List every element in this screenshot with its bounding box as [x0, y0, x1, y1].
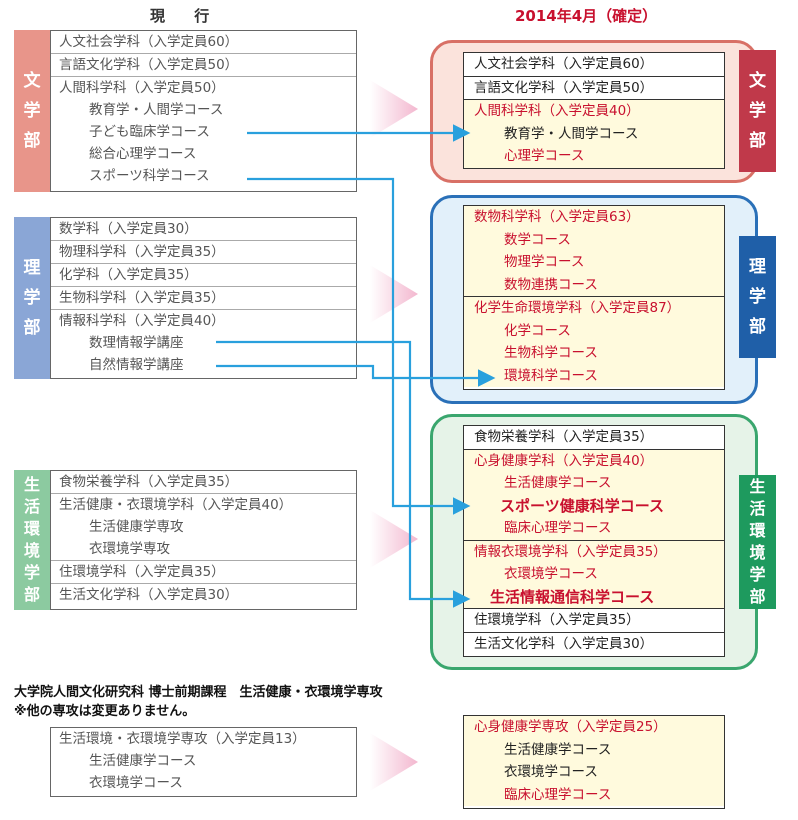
right-bungaku-char: 文 — [749, 71, 766, 91]
dept-row: 言語文化学科（入学定員50） — [464, 75, 724, 100]
left-box-rigaku: 数学科（入学定員30） 物理科学科（入学定員35） 化学科（入学定員35） 生物… — [50, 217, 357, 379]
right-bungaku-char: 部 — [749, 131, 766, 151]
course-row: 教育学・人間学コース — [464, 122, 724, 145]
dept-row: 化学科（入学定員35） — [51, 263, 356, 286]
course-row: 衣環境学コース — [89, 775, 183, 791]
course-row: 臨床心理学コース — [464, 517, 724, 540]
dept-row: 生活健康・衣環境学科（入学定員40） — [51, 493, 356, 516]
course-row: 臨床心理学コース — [464, 783, 724, 806]
left-box-bungaku: 人文社会学科（入学定員60） 言語文化学科（入学定員50） 人間科学科（入学定員… — [50, 30, 357, 192]
course-row: 心理学コース — [464, 145, 724, 168]
dept-row: 人文社会学科（入学定員60） — [59, 34, 239, 50]
course-row: 物理学コース — [464, 251, 724, 274]
dept-row: 数学科（入学定員30） — [59, 221, 198, 237]
right-box-grad: 心身健康学専攻（入学定員25） 生活健康学コース 衣環境学コース 臨床心理学コー… — [463, 715, 725, 809]
transfer-arrow — [216, 364, 496, 387]
dept-row: 生活文化学科（入学定員30） — [464, 631, 724, 656]
course-row: 環境科学コース — [464, 364, 724, 387]
course-row: 衣環境学コース — [464, 761, 724, 784]
right-rigaku-char: 部 — [749, 317, 766, 337]
course-row: 衣環境学専攻 — [89, 541, 170, 557]
right-rigaku-char: 学 — [749, 287, 766, 307]
right-tab-bungaku: 文 学 部 — [739, 50, 776, 172]
left-box-grad: 生活環境・衣環境学専攻（入学定員13） 生活健康学コース 衣環境学コース — [50, 727, 357, 797]
course-row: 衣環境学コース — [464, 563, 724, 586]
right-tab-seikatsu: 生 活 環 境 学 部 — [739, 475, 776, 609]
dept-row: 言語文化学科（入学定員50） — [51, 53, 356, 76]
course-row: 数学コース — [464, 228, 724, 251]
right-bungaku-char: 学 — [749, 101, 766, 121]
course-row: 自然情報学講座 — [89, 357, 184, 373]
left-box-seikatsu: 食物栄養学科（入学定員35） 生活健康・衣環境学科（入学定員40） 生活健康学専… — [50, 470, 357, 610]
right-seikatsu-char: 活 — [749, 499, 766, 518]
dept-row: 食物栄養学科（入学定員35） — [59, 474, 239, 490]
right-box-seikatsu: 食物栄養学科（入学定員35） 心身健康学科（入学定員40） 生活健康学コース ス… — [463, 425, 725, 657]
left-rigaku-char: 理 — [23, 258, 41, 278]
dept-row: 生活環境・衣環境学専攻（入学定員13） — [59, 731, 306, 747]
course-row: 生物科学コース — [464, 342, 724, 365]
chevron-arrow-icon — [370, 80, 418, 138]
dept-row: 心身健康学科（入学定員40） — [464, 448, 724, 472]
left-seikatsu-char: 環 — [23, 519, 40, 538]
chevron-arrow-icon — [370, 510, 418, 568]
note-line: 大学院人間文化研究科 博士前期課程 生活健康・衣環境学専攻 — [14, 685, 383, 700]
right-box-bungaku: 人文社会学科（入学定員60） 言語文化学科（入学定員50） 人間科学科（入学定員… — [463, 52, 725, 169]
right-seikatsu-char: 生 — [749, 477, 766, 496]
right-tab-rigaku: 理 学 部 — [739, 236, 776, 358]
left-seikatsu-char: 学 — [23, 563, 40, 582]
dept-row: 情報衣環境学科（入学定員35） — [464, 539, 724, 563]
course-row: 生活健康学専攻 — [89, 519, 184, 535]
course-row: 生活健康学コース — [89, 753, 197, 769]
course-row: 化学コース — [464, 319, 724, 342]
course-row: スポーツ健康科学コース — [464, 494, 724, 517]
right-seikatsu-char: 部 — [749, 587, 766, 606]
left-faculty-seikatsu: 生 活 環 境 学 部 — [14, 470, 50, 610]
transfer-arrow — [216, 340, 471, 608]
left-bungaku-char: 部 — [23, 131, 41, 151]
dept-row: 物理科学科（入学定員35） — [51, 240, 356, 263]
course-row: 子ども臨床学コース — [89, 124, 210, 140]
left-bungaku-char: 学 — [23, 101, 41, 121]
course-row: 数物連携コース — [464, 273, 724, 296]
course-row: 総合心理学コース — [89, 146, 197, 162]
dept-row: 食物栄養学科（入学定員35） — [474, 429, 654, 445]
course-row: 生活情報通信科学コース — [464, 585, 724, 608]
right-seikatsu-char: 環 — [749, 521, 766, 540]
header-current: 現 行 — [150, 7, 222, 25]
dept-row: 生物科学科（入学定員35） — [51, 286, 356, 309]
left-faculty-bungaku: 文 学 部 — [14, 30, 50, 192]
course-row: 生活健康学コース — [464, 738, 724, 761]
course-row: 数理情報学講座 — [89, 335, 184, 351]
dept-row: 化学生命環境学科（入学定員87） — [464, 296, 724, 320]
dept-row: 住環境学科（入学定員35） — [51, 560, 356, 583]
dept-row: 情報科学科（入学定員40） — [51, 309, 356, 332]
course-row: 生活健康学コース — [464, 472, 724, 495]
left-seikatsu-char: 生 — [23, 475, 40, 494]
left-faculty-rigaku: 理 学 部 — [14, 217, 50, 379]
left-rigaku-char: 部 — [23, 318, 41, 338]
left-bungaku-char: 文 — [23, 71, 41, 91]
note-line: ※他の専攻は変更ありません。 — [14, 704, 196, 719]
left-seikatsu-char: 境 — [23, 541, 40, 560]
left-seikatsu-char: 部 — [23, 585, 40, 604]
right-rigaku-char: 理 — [749, 257, 766, 277]
chevron-arrow-icon — [370, 733, 418, 791]
left-seikatsu-char: 活 — [23, 497, 40, 516]
header-new: 2014年4月（確定） — [515, 7, 658, 25]
dept-row: 生活文化学科（入学定員30） — [51, 583, 356, 606]
dept-row: 数物科学科（入学定員63） — [464, 206, 724, 229]
course-row: 教育学・人間学コース — [89, 102, 224, 118]
right-seikatsu-char: 学 — [749, 565, 766, 584]
dept-row: 住環境学科（入学定員35） — [464, 608, 724, 632]
right-box-rigaku: 数物科学科（入学定員63） 数学コース 物理学コース 数物連携コース 化学生命環… — [463, 205, 725, 390]
dept-row: 心身健康学専攻（入学定員25） — [464, 716, 724, 739]
left-rigaku-char: 学 — [23, 288, 41, 308]
course-row: スポーツ科学コース — [89, 168, 210, 184]
right-seikatsu-char: 境 — [749, 543, 766, 562]
dept-row: 人文社会学科（入学定員60） — [474, 56, 654, 72]
dept-row: 人間科学科（入学定員50） — [51, 76, 356, 99]
dept-row: 人間科学科（入学定員40） — [464, 99, 724, 123]
notes: 大学院人間文化研究科 博士前期課程 生活健康・衣環境学専攻 ※他の専攻は変更あり… — [14, 683, 383, 721]
